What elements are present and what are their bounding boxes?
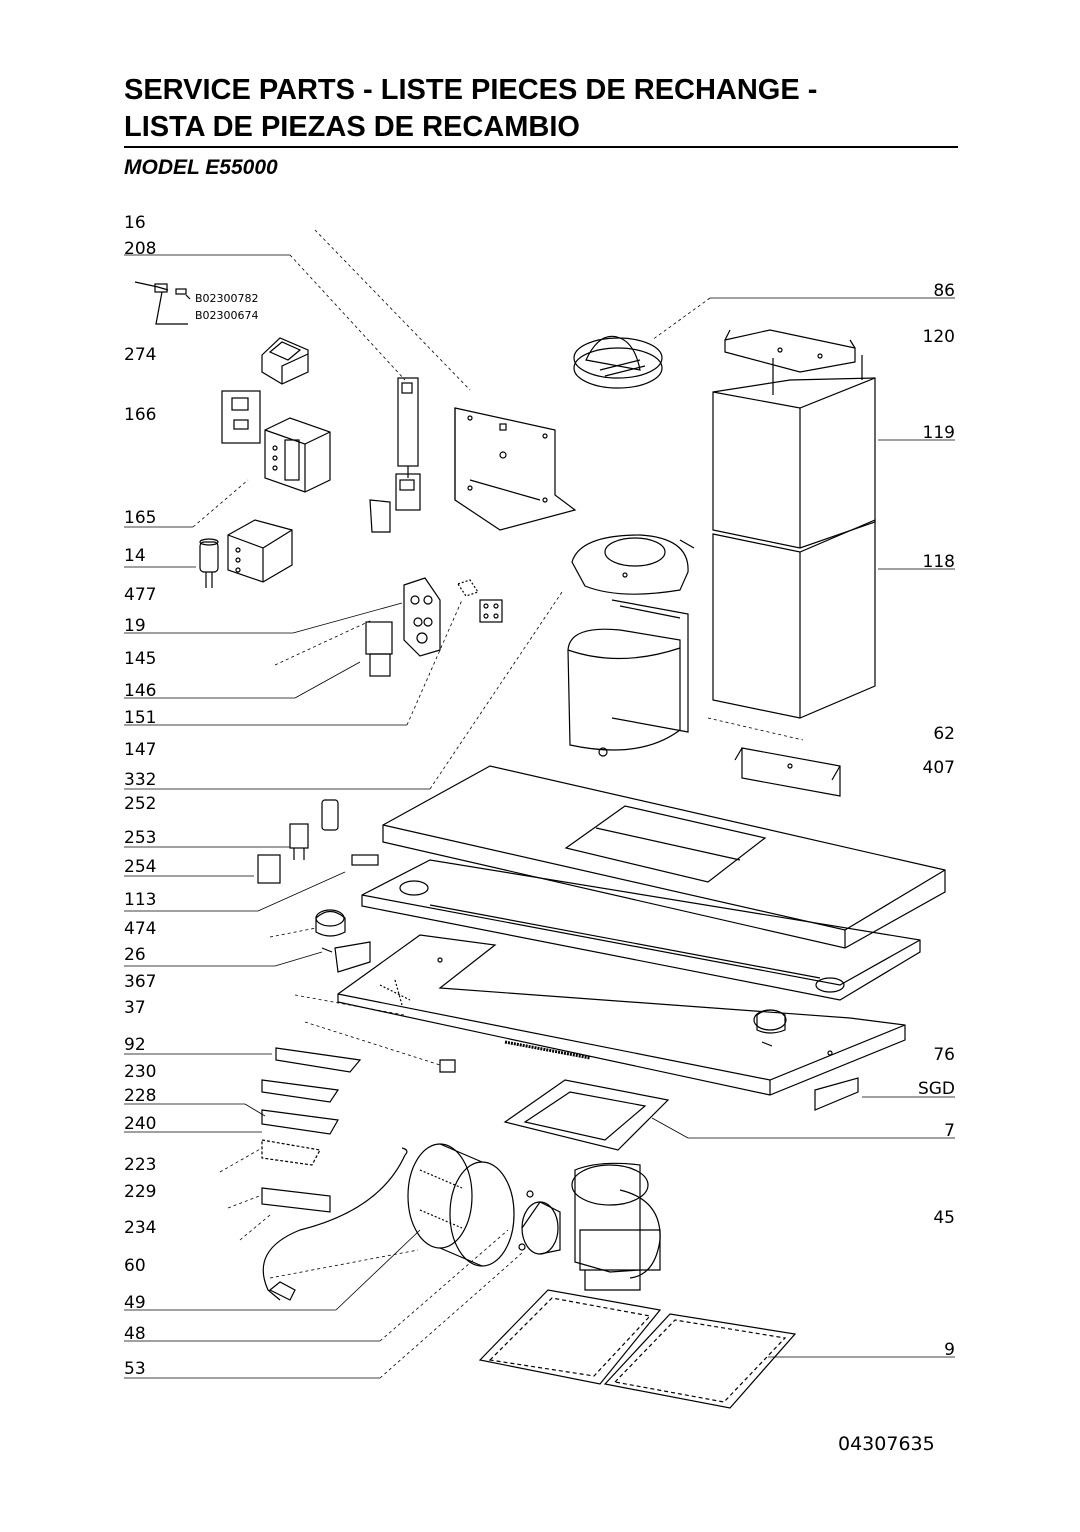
part-label: 240	[124, 1114, 156, 1134]
part-label: 7	[944, 1121, 955, 1141]
part-label: 120	[923, 327, 955, 347]
blower-wheel-icon	[262, 1143, 515, 1301]
part-label: 252	[124, 794, 156, 814]
motor-icon	[518, 1190, 561, 1255]
part-label: 16	[124, 213, 146, 233]
hood-body-icon	[382, 765, 946, 949]
part-label: 146	[124, 681, 156, 701]
part-label: 62	[933, 724, 955, 744]
switch-part-icon	[261, 337, 309, 385]
motor-assembly-icon	[571, 1162, 661, 1291]
inner-frame-icon	[361, 859, 921, 1001]
part-label: 48	[124, 1324, 146, 1344]
small-parts-icon	[257, 799, 786, 1073]
part-label: 223	[124, 1155, 156, 1175]
mounting-plate-icon	[454, 407, 577, 531]
code-label-1: B02300782	[195, 292, 259, 305]
part-label: 234	[124, 1218, 156, 1238]
part-label: 407	[923, 758, 955, 778]
page-title: SERVICE PARTS - LISTE PIECES DE RECHANGE…	[124, 72, 964, 146]
part-label: 76	[933, 1045, 955, 1065]
lighting-parts-icon	[261, 1047, 362, 1213]
part-label: 274	[124, 345, 156, 365]
part-label: 86	[933, 281, 955, 301]
part-label: 477	[124, 585, 156, 605]
part-label: 37	[124, 998, 146, 1018]
part-label: 230	[124, 1062, 156, 1082]
part-label: 45	[933, 1208, 955, 1228]
adapter-ring-icon	[571, 534, 695, 595]
capacitor-icon	[199, 538, 219, 588]
part-label: 14	[124, 546, 146, 566]
part-label: 254	[124, 857, 156, 877]
title-rule	[124, 146, 958, 148]
part-label: 49	[124, 1293, 146, 1313]
part-label: SGD	[918, 1079, 955, 1099]
part-label: 118	[923, 552, 955, 572]
leader-lines-left	[124, 229, 563, 1379]
part-label: 474	[124, 919, 156, 939]
part-label: 60	[124, 1256, 146, 1276]
part-label: 26	[124, 945, 146, 965]
title-line-2: LISTA DE PIEZAS DE RECAMBIO	[124, 111, 580, 143]
document-number: 04307635	[838, 1433, 935, 1455]
backflow-valve-icon	[573, 335, 663, 389]
part-label: 119	[923, 423, 955, 443]
grease-filter-left-icon	[478, 1289, 662, 1385]
part-label: 166	[124, 405, 156, 425]
part-label: 367	[124, 972, 156, 992]
part-label: 151	[124, 708, 156, 728]
part-label: 332	[124, 770, 156, 790]
part-label: 92	[124, 1035, 146, 1055]
part-label: 228	[124, 1086, 156, 1106]
model-name: MODEL E55000	[124, 156, 278, 179]
terminal-box-icon	[227, 519, 293, 583]
grease-filter-right-icon	[603, 1313, 797, 1409]
part-label: 229	[124, 1182, 156, 1202]
chimney-bracket-icon	[724, 329, 856, 373]
part-label: 53	[124, 1359, 146, 1379]
motor-housing-icon	[567, 599, 689, 757]
relay-box-icon	[221, 390, 331, 493]
electronic-board-icon	[365, 577, 503, 677]
filter-frame-icon	[503, 1077, 859, 1151]
front-bracket-icon	[734, 747, 841, 797]
part-label: 9	[944, 1340, 955, 1360]
part-label: 165	[124, 508, 156, 528]
leader-lines-right	[651, 297, 955, 1358]
part-label: 208	[124, 239, 156, 259]
bottom-panel-icon	[337, 934, 906, 1096]
part-label: 113	[124, 890, 156, 910]
connector-part-icon	[134, 281, 191, 325]
title-line-1: SERVICE PARTS - LISTE PIECES DE RECHANGE…	[124, 74, 818, 106]
part-label: 19	[124, 616, 146, 636]
part-label: 145	[124, 649, 156, 669]
part-label: 147	[124, 740, 156, 760]
control-module-icon	[369, 377, 421, 533]
chimney-upper-icon	[712, 355, 876, 549]
code-label-2: B02300674	[195, 309, 259, 322]
part-label: 253	[124, 828, 156, 848]
chimney-lower-icon	[712, 519, 876, 719]
